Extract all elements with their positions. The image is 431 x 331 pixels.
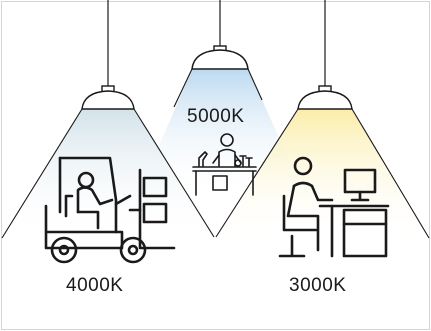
label-5000k: 5000K <box>187 106 244 127</box>
light-beam-4000k <box>1 109 215 238</box>
office-desk-worker-icon <box>278 156 390 258</box>
label-3000k: 3000K <box>289 275 346 296</box>
laboratory-scientist-icon <box>192 133 257 196</box>
forklift-icon <box>44 156 176 264</box>
pendant-lamp-icon <box>297 85 353 110</box>
lamp-cords <box>107 0 326 87</box>
pendant-lamp-icon <box>191 45 249 70</box>
beam-edges <box>1 68 430 239</box>
label-4000k: 4000K <box>66 275 123 296</box>
pendant-lamp-icon <box>81 85 135 110</box>
